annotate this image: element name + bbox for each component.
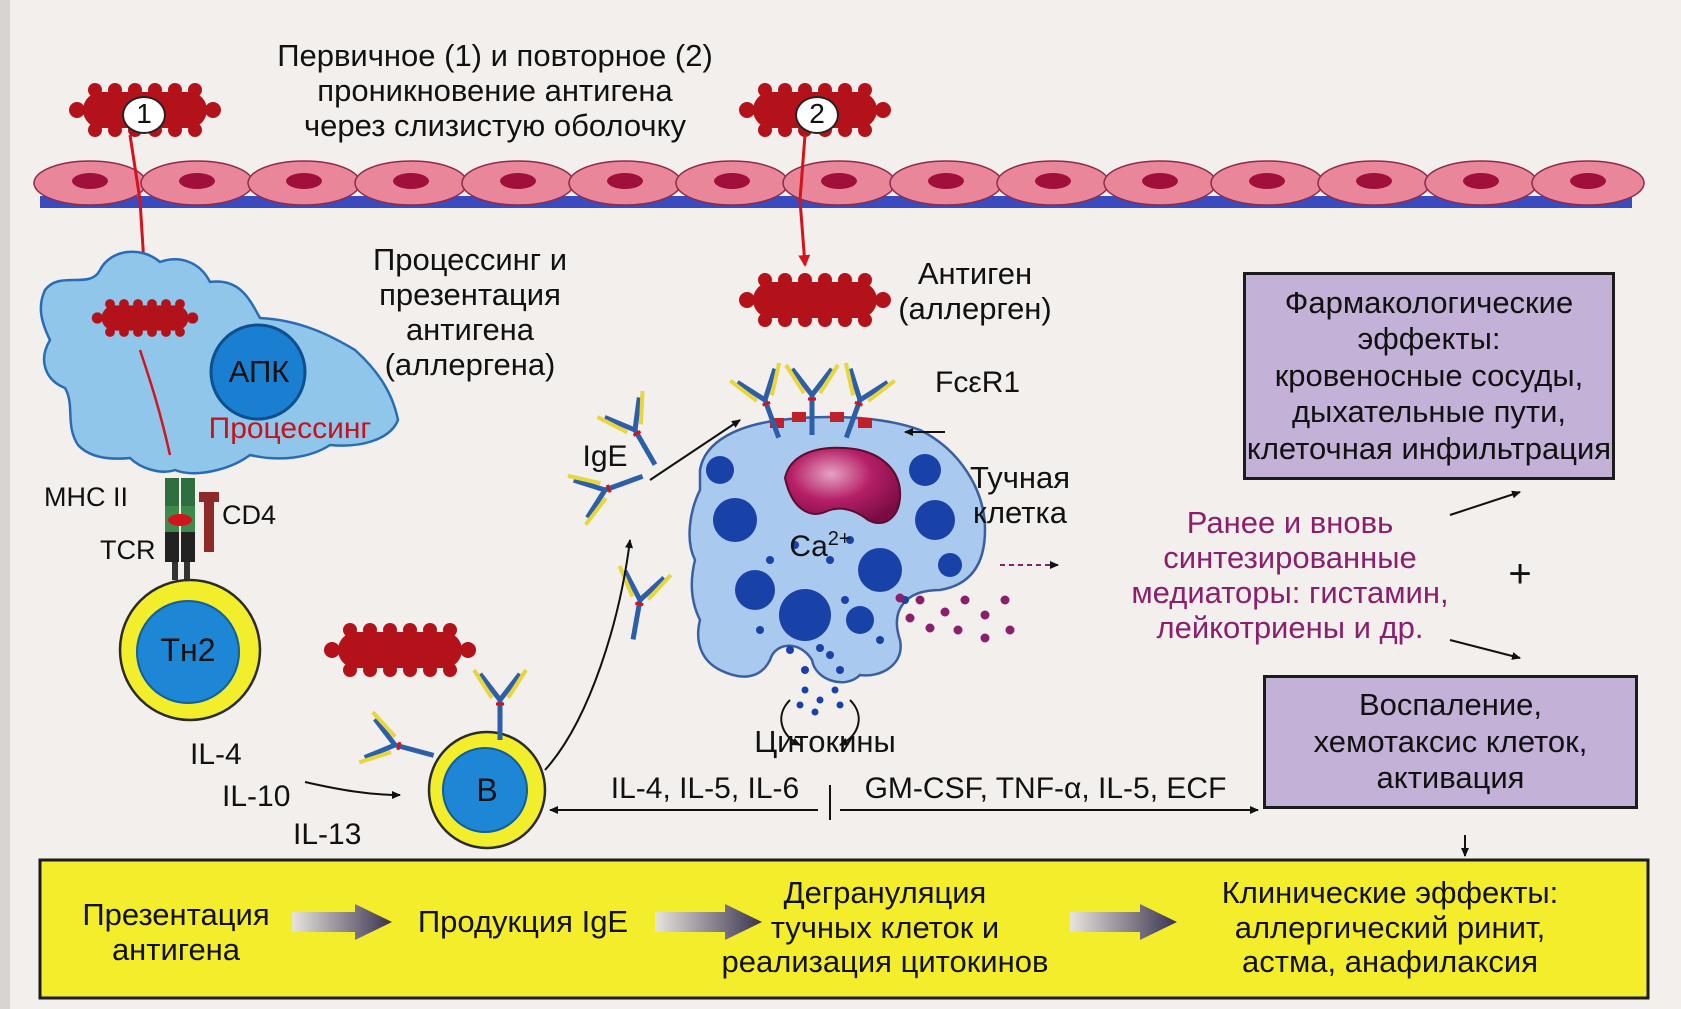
mediator-dot (981, 634, 990, 643)
epithelium-cell-icon (34, 161, 146, 205)
cd4-label: CD4 (222, 500, 302, 531)
antigen-allergen-label: Антиген (аллерген) (880, 256, 1070, 326)
summary-step-degranulation: Дегрануляция тучных клеток и реализация … (700, 876, 1070, 980)
epithelium-cell-icon (1211, 161, 1323, 205)
granule (836, 666, 844, 674)
granule (938, 553, 962, 577)
cytokine-dot (832, 687, 839, 694)
summary-step-ige: Продукция IgE (398, 905, 648, 940)
summary-step-clinical: Клинические эффекты: аллергический ринит… (1185, 876, 1595, 980)
mediator-dot (941, 608, 950, 617)
epithelium-cell-icon (1425, 161, 1537, 205)
antigen-2-number: 2 (795, 96, 839, 134)
pharmacologic-effects-text: Фармакологические эффекты: кровеносные с… (1247, 285, 1611, 468)
cytokines-label: Цитокины (745, 724, 905, 759)
mhc-label: MHC II (44, 482, 162, 513)
epithelium-cell-icon (248, 161, 360, 205)
mediator-dot (916, 596, 925, 605)
epithelium-layer (34, 161, 1644, 208)
granule (858, 548, 902, 592)
apc-label: АПК (205, 354, 313, 389)
granule (713, 498, 757, 542)
granule (761, 596, 769, 604)
epithelium-cell-icon (1318, 161, 1430, 205)
granule (909, 454, 941, 486)
plus-sign: + (1500, 552, 1540, 597)
granule (706, 456, 734, 484)
cytokines-to-b: IL-4, IL-5, IL-6 (585, 772, 825, 806)
mediator-dot (961, 596, 970, 605)
cytokine-il13: IL-13 (293, 818, 393, 852)
ige-label: IgE (575, 440, 635, 474)
mediator-dot (954, 626, 963, 635)
granule (766, 556, 774, 564)
cytokine-dot (817, 697, 824, 704)
epithelium-cell-icon (676, 161, 788, 205)
granule (756, 626, 764, 634)
cytokine-il4: IL-4 (190, 738, 280, 772)
mediator-dot (906, 614, 915, 623)
epithelium-cell-icon (1104, 161, 1216, 205)
tcr-label: TCR (100, 535, 170, 566)
epithelium-cell-icon (355, 161, 467, 205)
granule (816, 644, 824, 652)
epithelium-cell-icon (997, 161, 1109, 205)
antigen-1-number: 1 (122, 96, 166, 134)
cytokine-dot (837, 702, 844, 709)
mast-cell-label: Тучная клетка (960, 460, 1080, 530)
cytokines-to-inflammation: GM-CSF, TNF-α, IL-5, ECF (838, 772, 1253, 806)
mediators-label: Ранее и вновь синтезированные медиаторы:… (1110, 505, 1470, 645)
cytokine-dot (812, 709, 819, 716)
granule (915, 500, 955, 540)
fcer1-label: FcεR1 (935, 366, 1055, 400)
mediator-dot (1006, 626, 1015, 635)
epithelium-cell-icon (1532, 161, 1644, 205)
granule (779, 589, 831, 641)
granule (801, 666, 809, 674)
ca-label: Ca2+ (785, 528, 855, 564)
granule (876, 636, 884, 644)
page-edge (0, 0, 10, 1009)
cytokine-dot (802, 687, 809, 694)
processing-label: Процессинг (175, 412, 405, 446)
epithelium-cell-icon (462, 161, 574, 205)
cytokine-il10: IL-10 (222, 780, 322, 814)
mediator-dot (896, 594, 905, 603)
pharmacologic-effects-box: Фармакологические эффекты: кровеносные с… (1243, 272, 1615, 480)
epithelium-cells (34, 161, 1644, 205)
inflammation-box: Воспаление, хемотаксис клеток, активация (1263, 675, 1638, 809)
granule (735, 570, 775, 610)
processing-presentation-label: Процессинг и презентация антигена (аллер… (340, 242, 600, 382)
b-cell-label: B (467, 772, 507, 808)
granule (846, 606, 874, 634)
cytokine-dot (797, 702, 804, 709)
title: Первичное (1) и повторное (2) проникнове… (225, 38, 765, 143)
inflammation-text: Воспаление, хемотаксис клеток, активация (1314, 687, 1588, 797)
th2-label: Tн2 (140, 632, 236, 668)
mediator-dot (981, 611, 990, 620)
granule (826, 651, 834, 659)
mediator-dot (926, 624, 935, 633)
granule (786, 646, 794, 654)
summary-step-presentation: Презентация антигена (60, 898, 292, 967)
epithelium-cell-icon (890, 161, 1002, 205)
granule (841, 596, 849, 604)
epithelium-cell-icon (569, 161, 681, 205)
mediator-dot (1001, 596, 1010, 605)
epithelium-cell-icon (141, 161, 253, 205)
